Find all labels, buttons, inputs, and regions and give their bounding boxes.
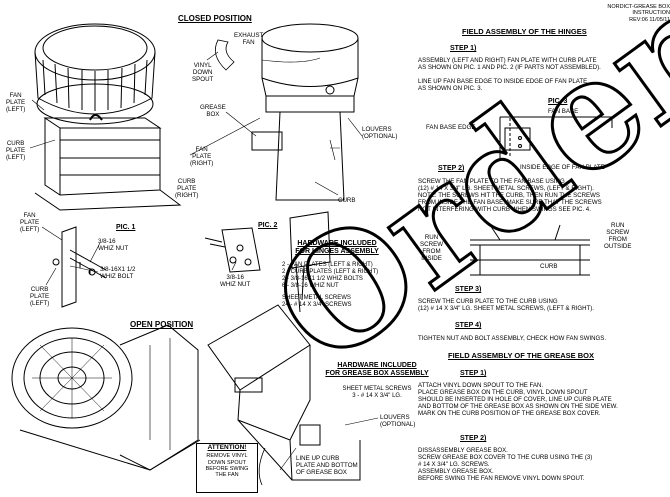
hinges-title: FIELD ASSEMBLY OF THE HINGES bbox=[462, 27, 587, 36]
hinges-step1-text: ASSEMBLY (LEFT AND RIGHT) FAN PLATE WITH… bbox=[418, 57, 601, 92]
pic3-drawing bbox=[499, 116, 613, 158]
attention-title: ATTENTION! bbox=[207, 444, 247, 451]
header-note: NORDICT-GREASE BOX INSTRUCTION REV:06 11… bbox=[578, 4, 670, 23]
open-side-drawing bbox=[207, 304, 361, 486]
grease-step1-text: ATTACH VINYL DOWN SPOUT TO THE FAN. PLAC… bbox=[418, 382, 618, 417]
grease-step2: STEP 2) bbox=[460, 435, 487, 442]
hinge-plate-drawing bbox=[289, 211, 331, 313]
hinges-step4: STEP 4) bbox=[455, 322, 482, 329]
closed-fan-drawing bbox=[34, 23, 182, 211]
label-fan-base-edge: FAN BASE EDGE bbox=[426, 124, 476, 131]
hardware-hinges-items: 2 - FAN PLATES (LEFT & RIGHT) 2 - CURB P… bbox=[282, 262, 379, 289]
grease-step2-text: DISSASSEMBLY GREASE BOX. SCREW GREASE BO… bbox=[418, 447, 593, 482]
hinges-step4-text: TIGHTEN NUT AND BOLT ASSEMBLY, CHECK HOW… bbox=[418, 335, 607, 342]
open-fan-drawing bbox=[11, 324, 201, 471]
pic4-drawing bbox=[470, 224, 590, 276]
hinges-step1: STEP 1) bbox=[450, 45, 477, 52]
pic3-label: PIC. 3 bbox=[548, 98, 568, 105]
label-curb-top: CURB bbox=[338, 197, 356, 204]
hinges-step3-text: SCREW THE CURB PLATE TO THE CURB USING (… bbox=[418, 298, 594, 312]
hinges-step3: STEP 3) bbox=[455, 286, 482, 293]
hinges-step2-text: SCREW THE FAN PLATE TO THE FAN BASE USIN… bbox=[418, 178, 602, 213]
label-louvers-top: LOUVERS(OPTIONAL) bbox=[362, 126, 398, 141]
open-position-title: OPEN POSITION bbox=[130, 320, 194, 329]
hinges-step2: STEP 2) bbox=[438, 165, 465, 172]
pic2-drawing bbox=[204, 227, 261, 273]
leader-lines bbox=[29, 51, 379, 471]
grease-title: FIELD ASSEMBLY OF THE GREASE BOX bbox=[448, 351, 594, 360]
header-note-line1: NORDICT-GREASE BOX INSTRUCTION bbox=[607, 4, 670, 17]
label-inside-edge: INSIDE EDGE OF FAN PLATE bbox=[520, 164, 605, 171]
grease-step1: STEP 1) bbox=[460, 370, 487, 377]
closed-position-title: CLOSED POSITION bbox=[178, 14, 252, 23]
label-louvers-bottom: LOUVERS(OPTIONAL) bbox=[380, 414, 416, 429]
side-fan-drawing bbox=[214, 23, 359, 201]
pic1-label: PIC. 1 bbox=[116, 224, 136, 231]
header-note-line2: REV:06 11/05/11 bbox=[629, 16, 670, 23]
label-curb-pic4: CURB bbox=[540, 263, 558, 270]
pic1-drawing bbox=[52, 226, 107, 308]
pic2-label: PIC. 2 bbox=[258, 222, 278, 229]
label-fan-base: FAN BASE bbox=[548, 108, 579, 115]
